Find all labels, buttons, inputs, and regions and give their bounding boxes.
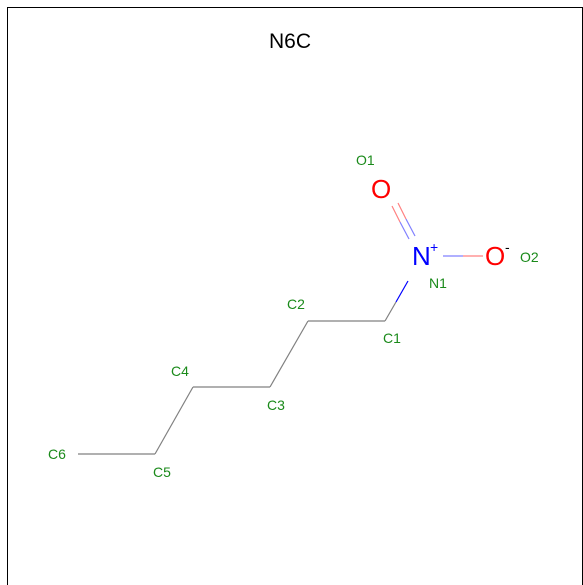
atom-labels: O1 N1 O2 C1 C2 C3 C4 C5 C6 bbox=[48, 152, 539, 480]
o1-symbol: O bbox=[371, 174, 391, 204]
atom-label-c2: C2 bbox=[287, 296, 305, 312]
bond-n1-o1-line-a-n bbox=[399, 221, 410, 240]
bond-n1-o1-line-b-o bbox=[397, 202, 407, 220]
atom-label-c1: C1 bbox=[383, 330, 401, 346]
nitrogen-atom: N + bbox=[412, 239, 438, 271]
oxygen-atom-o2: O - bbox=[485, 239, 510, 271]
bond-n1-o1-line-b-n bbox=[405, 218, 416, 237]
bond-c1-n1 bbox=[384, 280, 409, 322]
molecule-title: N6C bbox=[269, 30, 311, 53]
diagram-frame bbox=[7, 7, 583, 585]
atom-label-c5: C5 bbox=[153, 464, 171, 480]
bond-c1-n1-nitrogen-half bbox=[395, 280, 409, 303]
bond-n1-o1-double bbox=[391, 202, 416, 240]
bond-c3-c2 bbox=[269, 320, 309, 388]
carbon-chain-bonds bbox=[78, 320, 385, 455]
n1-symbol: N bbox=[412, 241, 431, 271]
atom-label-o2: O2 bbox=[520, 249, 539, 265]
atom-label-c6: C6 bbox=[48, 446, 66, 462]
o2-charge: - bbox=[505, 239, 510, 255]
bond-c1-n1-carbon-half bbox=[384, 301, 397, 322]
atom-label-n1: N1 bbox=[429, 275, 447, 291]
o2-symbol: O bbox=[485, 241, 505, 271]
atom-label-c4: C4 bbox=[171, 363, 189, 379]
oxygen-atom-o1: O bbox=[371, 174, 391, 204]
atom-label-c3: C3 bbox=[267, 397, 285, 413]
bond-c5-c4 bbox=[154, 386, 194, 455]
n1-charge: + bbox=[430, 239, 438, 255]
bond-n1-o1-line-a-o bbox=[391, 205, 401, 223]
atom-label-o1: O1 bbox=[356, 152, 375, 168]
